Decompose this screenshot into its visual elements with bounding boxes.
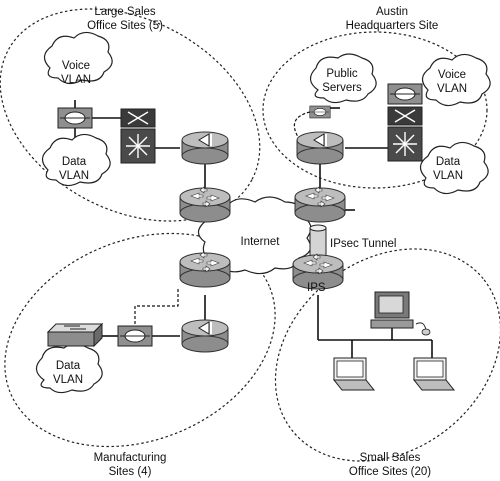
site-label-small-sales: Small Sales Office Sites (20) — [349, 452, 431, 478]
voice-gateway-icon — [57, 107, 93, 129]
site-label-manufacturing: Manufacturing Sites (4) — [94, 452, 167, 478]
router-icon — [179, 186, 231, 223]
site-label-line2: Office Sites (20) — [349, 466, 431, 478]
site-boundary-manufacturing — [4, 232, 276, 448]
site-label-line1: Austin — [376, 6, 408, 18]
cloud-hq-voice-vlan: Voice VLAN — [421, 53, 491, 107]
internet-label: Internet — [241, 236, 281, 248]
firewall-icon — [181, 319, 229, 353]
cloud-hq-data-vlan: Data VLAN — [419, 141, 489, 195]
firewall-icon — [181, 131, 229, 165]
cloud-line1: Data — [436, 156, 461, 168]
site-boundary-large-sales — [0, 8, 261, 222]
cloud-mfg-data-vlan: Data VLAN — [35, 343, 103, 394]
cloud-hq-public-servers: Public Servers — [309, 53, 377, 104]
site-label-line2: Headquarters Site — [346, 20, 439, 32]
switch-icon — [47, 323, 103, 347]
cloud-line1: Data — [62, 156, 87, 168]
cloud-line1: Public — [326, 68, 358, 80]
switch-icon — [120, 108, 156, 128]
router-icon — [294, 186, 346, 223]
site-label-line2: Office Sites (5) — [87, 20, 163, 32]
site-label-line2: Sites (4) — [109, 466, 152, 478]
cloud-line2: VLAN — [61, 74, 91, 86]
multilayer-switch-icon — [387, 126, 423, 162]
cloud-line2: VLAN — [53, 374, 83, 386]
ipsec-tunnel-label: IPsec Tunnel — [330, 238, 396, 250]
laptop-icon — [332, 357, 376, 391]
switch-icon — [387, 106, 423, 126]
firewall-icon — [296, 131, 344, 165]
voice-gateway-icon — [309, 105, 331, 119]
cloud-line2: VLAN — [437, 83, 467, 95]
cloud-line1: Voice — [62, 60, 90, 72]
site-label-line1: Small Sales — [360, 452, 421, 464]
site-label-line1: Large Sales — [94, 6, 156, 18]
site-label-line1: Manufacturing — [94, 452, 167, 464]
cloud-line1: Data — [56, 360, 81, 372]
cloud-large-voice-vlan: Voice VLAN — [43, 31, 113, 86]
ips-label: IPS — [307, 282, 326, 294]
site-boundary-hq — [262, 31, 488, 189]
cloud-line2: VLAN — [433, 170, 463, 182]
cloud-line2: Servers — [322, 82, 362, 94]
site-label-hq: Austin Headquarters Site — [346, 6, 439, 32]
cloud-line2: VLAN — [59, 170, 89, 182]
cloud-large-data-vlan: Data VLAN — [41, 133, 111, 187]
multilayer-switch-icon — [120, 128, 156, 164]
site-label-large-sales: Large Sales Office Sites (5) — [87, 6, 163, 32]
site-boundary-small-sales — [274, 248, 500, 462]
router-icon — [179, 251, 231, 288]
voice-gateway-icon — [387, 83, 423, 105]
voice-gateway-icon — [117, 325, 153, 347]
laptop-icon — [412, 357, 456, 391]
workstation-icon — [370, 291, 431, 336]
cloud-line1: Voice — [438, 69, 466, 81]
